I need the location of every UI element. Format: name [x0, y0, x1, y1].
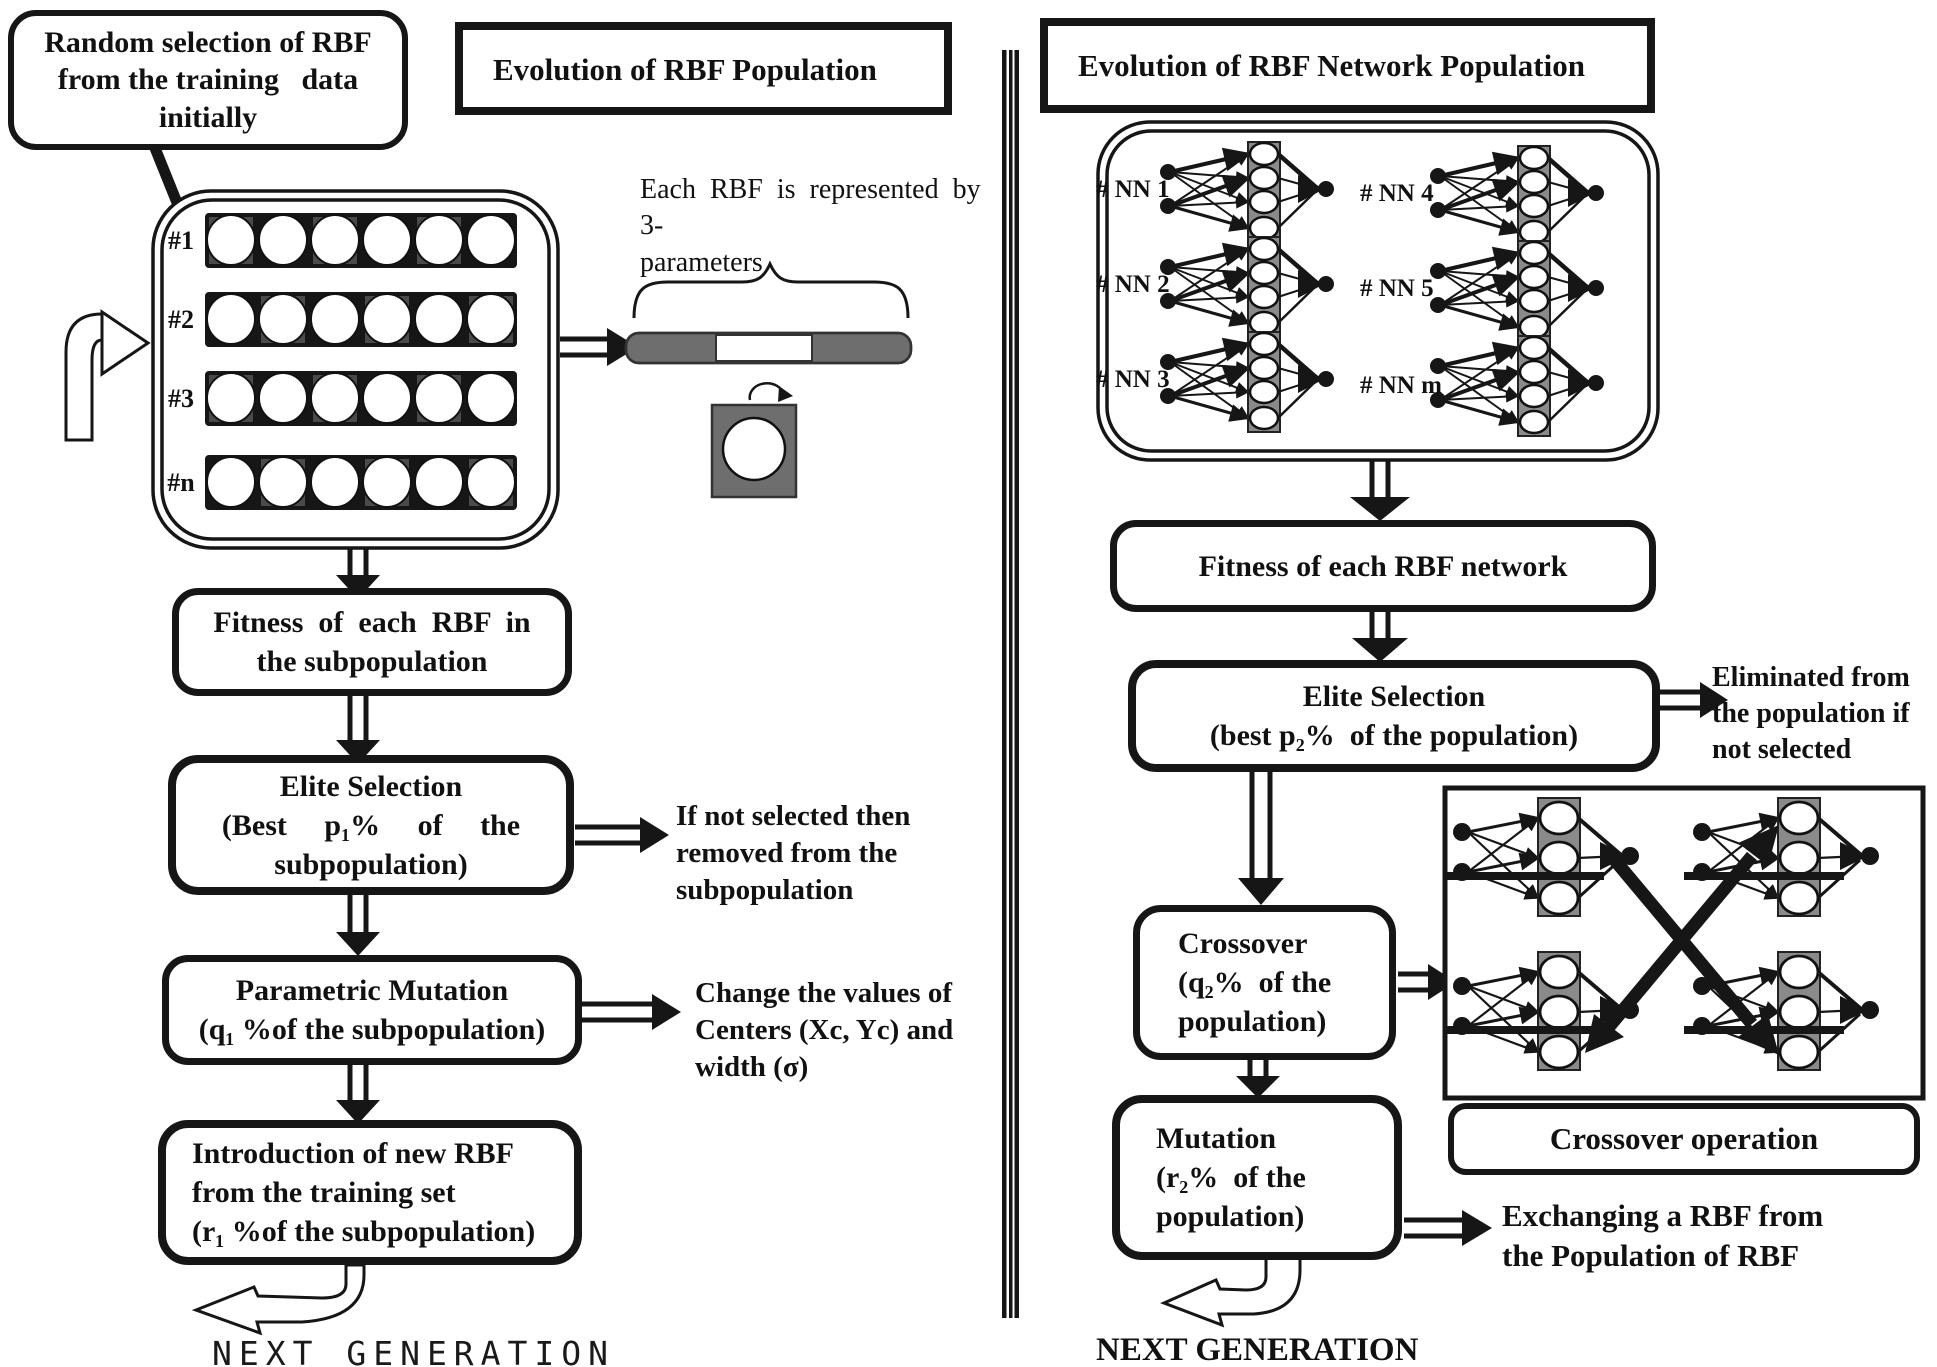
crossover-box: Crossover (q₂% of the population) — [1133, 905, 1396, 1060]
row-label-n: #n — [167, 468, 195, 497]
flow-arrows-right — [1236, 460, 1410, 1098]
panel-separator — [1002, 50, 1019, 1318]
elite-selection-subpop-box: Elite Selection (Best p₁% of the subpopu… — [168, 755, 574, 895]
width-parameter-symbol — [710, 382, 798, 499]
population-entry-arrow — [64, 309, 151, 442]
parametric-mutation-box: Parametric Mutation (q₁ %of the subpopul… — [162, 955, 582, 1065]
introduction-new-rbf-box: Introduction of new RBF from the trainin… — [158, 1120, 582, 1265]
next-generation-arrow-left — [191, 1263, 366, 1336]
nn-label-m: # NN m — [1360, 372, 1442, 399]
random-selection-callout: Random selection of RBF from the trainin… — [8, 10, 408, 150]
next-generation-arrow-right — [1160, 1256, 1302, 1328]
side-arrows-left — [575, 817, 681, 1030]
next-generation-label-right: NEXT GENERATION — [1096, 1332, 1419, 1367]
next-generation-label-left: NEXT GENERATION — [212, 1334, 616, 1367]
eliminated-note: Eliminated from the population if not se… — [1712, 662, 1910, 765]
fitness-network-box: Fitness of each RBF network — [1110, 520, 1656, 612]
side-arrows-right — [1398, 682, 1728, 1246]
rbf-parameters-note: Each RBF is represented by 3- parameters — [640, 174, 981, 278]
row-label-1: #1 — [168, 226, 194, 255]
nn-label-1: # NN 1 — [1096, 176, 1170, 203]
flow-arrows-left — [336, 548, 380, 1124]
nn-label-2: # NN 2 — [1096, 271, 1170, 298]
not-selected-note: If not selected then removed from the su… — [676, 800, 911, 907]
change-values-note: Change the values of Centers (Xc, Yc) an… — [695, 977, 954, 1084]
nn-label-4: # NN 4 — [1360, 180, 1434, 207]
row-label-2: #2 — [168, 305, 194, 334]
left-panel-title: Evolution of RBF Population — [455, 22, 952, 115]
nn-label-5: # NN 5 — [1360, 275, 1434, 302]
nn-label-3: # NN 3 — [1096, 366, 1170, 393]
right-panel-title: Evolution of RBF Network Population — [1040, 18, 1655, 113]
exchanging-rbf-note: Exchanging a RBF from the Population of … — [1502, 1198, 1824, 1273]
crossover-operation-caption: Crossover operation — [1448, 1103, 1920, 1175]
row-label-3: #3 — [168, 384, 194, 413]
rbf-chromosome-rows — [205, 213, 517, 510]
crossover-operation-diagram — [1444, 785, 1926, 1101]
mutation-box: Mutation (r₂% of the population) — [1112, 1095, 1402, 1260]
to-parameter-bar-arrow — [560, 328, 638, 366]
rbf-parameter-bar — [624, 331, 913, 365]
elite-selection-population-box: Elite Selection (best p₂% of the populat… — [1128, 660, 1660, 772]
parameters-brace — [632, 260, 910, 319]
fitness-subpopulation-box: Fitness of each RBF in the subpopulation — [172, 588, 572, 696]
